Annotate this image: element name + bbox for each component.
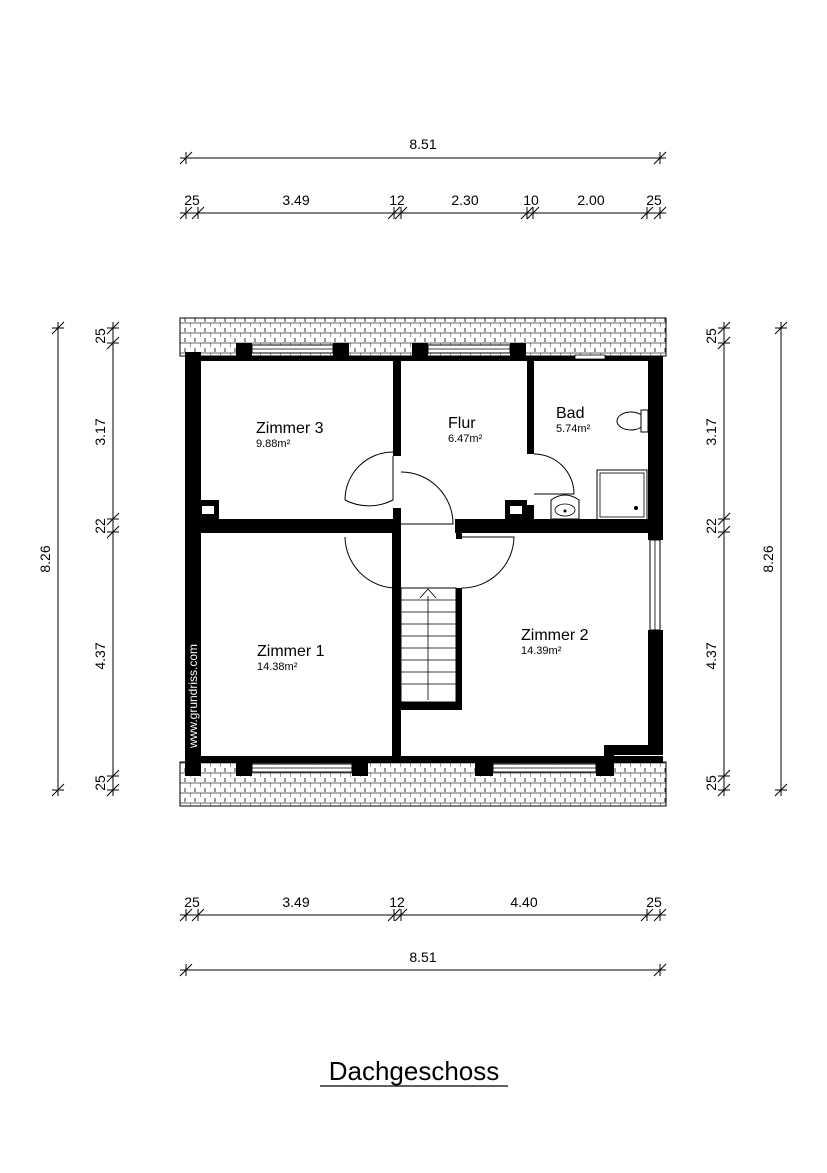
room-area: 9.88m² bbox=[256, 438, 291, 450]
top-seg-dim: 2.30 bbox=[451, 192, 478, 208]
right-dimensions: 25 3.17 22 4.37 25 8.26 bbox=[703, 321, 788, 797]
room-area: 6.47m² bbox=[448, 433, 483, 445]
watermark: www.grundriss.com bbox=[186, 644, 200, 749]
right-seg-dim: 3.17 bbox=[703, 418, 719, 445]
room-name: Zimmer 2 bbox=[521, 627, 589, 644]
right-seg-dim: 25 bbox=[703, 328, 719, 344]
bottom-dimensions: 25 3.49 12 4.40 25 8.51 bbox=[179, 894, 667, 977]
right-seg-dim: 22 bbox=[703, 518, 719, 534]
bottom-total-dim: 8.51 bbox=[409, 949, 436, 965]
title: Dachgeschoss bbox=[329, 1056, 500, 1086]
left-dimensions: 8.26 25 3.17 22 4.37 25 bbox=[37, 321, 120, 797]
left-seg-dim: 22 bbox=[92, 518, 108, 534]
room-area: 14.38m² bbox=[257, 661, 298, 673]
top-seg-dim: 25 bbox=[184, 192, 200, 208]
room-name: Zimmer 3 bbox=[256, 420, 324, 437]
top-total-dim: 8.51 bbox=[409, 136, 436, 152]
room-name: Bad bbox=[556, 405, 584, 422]
bottom-seg-dim: 12 bbox=[389, 894, 405, 910]
bathroom-fixtures bbox=[550, 409, 649, 521]
left-seg-dim: 25 bbox=[92, 328, 108, 344]
windows bbox=[251, 344, 661, 773]
plan-title: Dachgeschoss bbox=[320, 1056, 508, 1087]
left-seg-dim: 3.17 bbox=[92, 418, 108, 445]
room-name: Flur bbox=[448, 415, 476, 432]
staircase bbox=[400, 587, 457, 703]
room-area: 14.39m² bbox=[521, 645, 562, 657]
left-seg-dim: 4.37 bbox=[92, 642, 108, 669]
bottom-seg-dim: 3.49 bbox=[282, 894, 309, 910]
room-name: Zimmer 1 bbox=[257, 643, 325, 660]
bottom-seg-dim: 4.40 bbox=[510, 894, 537, 910]
left-total-dim: 8.26 bbox=[37, 545, 53, 572]
top-seg-dim: 12 bbox=[389, 192, 405, 208]
right-seg-dim: 25 bbox=[703, 775, 719, 791]
right-seg-dim: 4.37 bbox=[703, 642, 719, 669]
left-seg-dim: 25 bbox=[92, 775, 108, 791]
top-seg-dim: 2.00 bbox=[577, 192, 604, 208]
top-seg-dim: 3.49 bbox=[282, 192, 309, 208]
top-seg-dim: 10 bbox=[523, 192, 539, 208]
right-total-dim: 8.26 bbox=[760, 545, 776, 572]
bottom-seg-dim: 25 bbox=[646, 894, 662, 910]
top-dimensions: 8.51 25 3.49 12 2.30 10 2.00 25 bbox=[179, 136, 667, 220]
room-area: 5.74m² bbox=[556, 423, 591, 435]
top-seg-dim: 25 bbox=[646, 192, 662, 208]
room-labels: Zimmer 3 9.88m² Flur 6.47m² Bad 5.74m² Z… bbox=[256, 405, 591, 673]
bottom-seg-dim: 25 bbox=[184, 894, 200, 910]
walls bbox=[185, 343, 663, 776]
doors bbox=[344, 451, 575, 589]
